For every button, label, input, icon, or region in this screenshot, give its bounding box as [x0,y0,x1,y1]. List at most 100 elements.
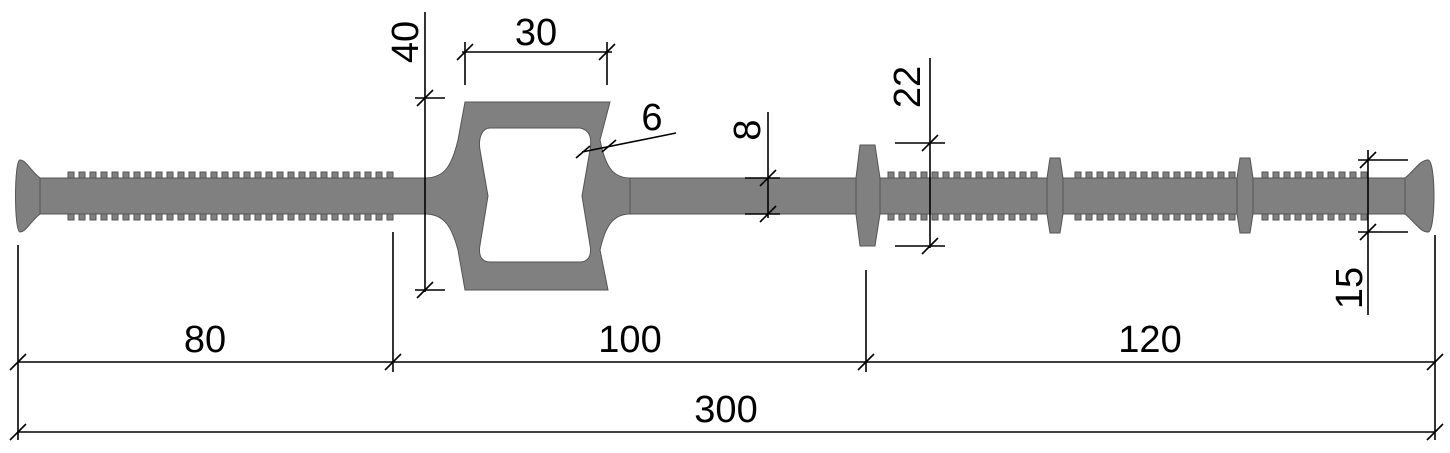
serration-tooth [133,171,141,179]
serration-tooth [986,171,994,179]
right-web [599,177,1411,215]
serration-tooth [364,213,372,221]
serration-tooth [1228,171,1236,179]
dim-left-segment: 80 [184,319,226,361]
serration-tooth [243,171,251,179]
small-rib-2 [1236,157,1254,234]
left-serrations [67,171,394,221]
serration-tooth [276,171,284,179]
serration-tooth [221,171,229,179]
serration-tooth [199,213,207,221]
serration-tooth [1349,171,1357,179]
dim-rib-height: 22 [887,66,929,108]
serration-tooth [1184,213,1192,221]
dim-center-segment: 100 [598,319,661,361]
serration-tooth [364,171,372,179]
serration-tooth [199,171,207,179]
dim-web-thickness: 8 [727,119,769,140]
serration-tooth [89,213,97,221]
serration-tooth [942,171,950,179]
serration-tooth [953,213,961,221]
serration-tooth [342,213,350,221]
serration-tooth [89,171,97,179]
serration-tooth [1074,213,1082,221]
serration-tooth [1272,213,1280,221]
serration-tooth [1327,171,1335,179]
serration-tooth [997,171,1005,179]
serration-tooth [1261,171,1269,179]
serration-tooth [287,171,295,179]
serration-tooth [1261,213,1269,221]
serration-tooth [1283,213,1291,221]
serration-tooth [67,213,75,221]
serration-tooth [188,213,196,221]
large-rib-1 [855,144,881,247]
serration-tooth [375,171,383,179]
serration-tooth [1019,171,1027,179]
serration-tooth [210,213,218,221]
serration-tooth [1305,171,1313,179]
serration-tooth [898,171,906,179]
serration-tooth [1360,171,1368,179]
serration-tooth [975,213,983,221]
serration-tooth [386,171,394,179]
serration-tooth [1305,213,1313,221]
serration-tooth [1074,171,1082,179]
serration-tooth [1184,171,1192,179]
serration-tooth [331,171,339,179]
dimension-lines [9,12,1444,441]
serration-tooth [133,213,141,221]
dim-bulb-width: 30 [515,12,557,54]
serration-tooth [155,171,163,179]
serration-tooth [986,213,994,221]
serration-tooth [997,213,1005,221]
serration-tooth [188,171,196,179]
serration-tooth [1294,213,1302,221]
serration-tooth [920,213,928,221]
serration-tooth [276,213,284,221]
serration-tooth [1030,213,1038,221]
serration-tooth [1140,213,1148,221]
serration-tooth [122,171,130,179]
serration-tooth [122,213,130,221]
serration-tooth [887,171,895,179]
serration-tooth [1118,171,1126,179]
serration-tooth [254,213,262,221]
serration-tooth [309,171,317,179]
serration-tooth [1162,171,1170,179]
dim-overall-width: 300 [694,389,757,431]
small-rib-1 [1046,157,1064,234]
serration-tooth [287,213,295,221]
serration-tooth [1129,171,1137,179]
waterstop-profile [15,101,1435,291]
serration-tooth [386,213,394,221]
serration-tooth [1140,171,1148,179]
serration-tooth [144,213,152,221]
serration-tooth [1195,213,1203,221]
serration-tooth [298,171,306,179]
serration-tooth [1272,171,1280,179]
serration-tooth [177,213,185,221]
serration-tooth [1107,213,1115,221]
left-web [39,177,461,215]
serration-tooth [942,213,950,221]
serration-tooth [78,213,86,221]
serration-tooth [964,213,972,221]
serration-tooth [1096,171,1104,179]
right-end-bulb [1404,159,1435,233]
serration-tooth [1294,171,1302,179]
serration-tooth [1008,171,1016,179]
serration-tooth [1151,213,1159,221]
serration-tooth [1327,213,1335,221]
serration-tooth [1151,171,1159,179]
dim-right-segment: 120 [1118,319,1181,361]
serration-tooth [1217,171,1225,179]
serration-tooth [111,171,119,179]
dim-bulb-height: 40 [385,21,427,63]
serration-tooth [78,171,86,179]
serration-tooth [1349,213,1357,221]
dimension-labels: 300 80 100 120 30 6 40 8 22 15 [184,12,1371,431]
serration-tooth [342,171,350,179]
serration-tooth [931,213,939,221]
